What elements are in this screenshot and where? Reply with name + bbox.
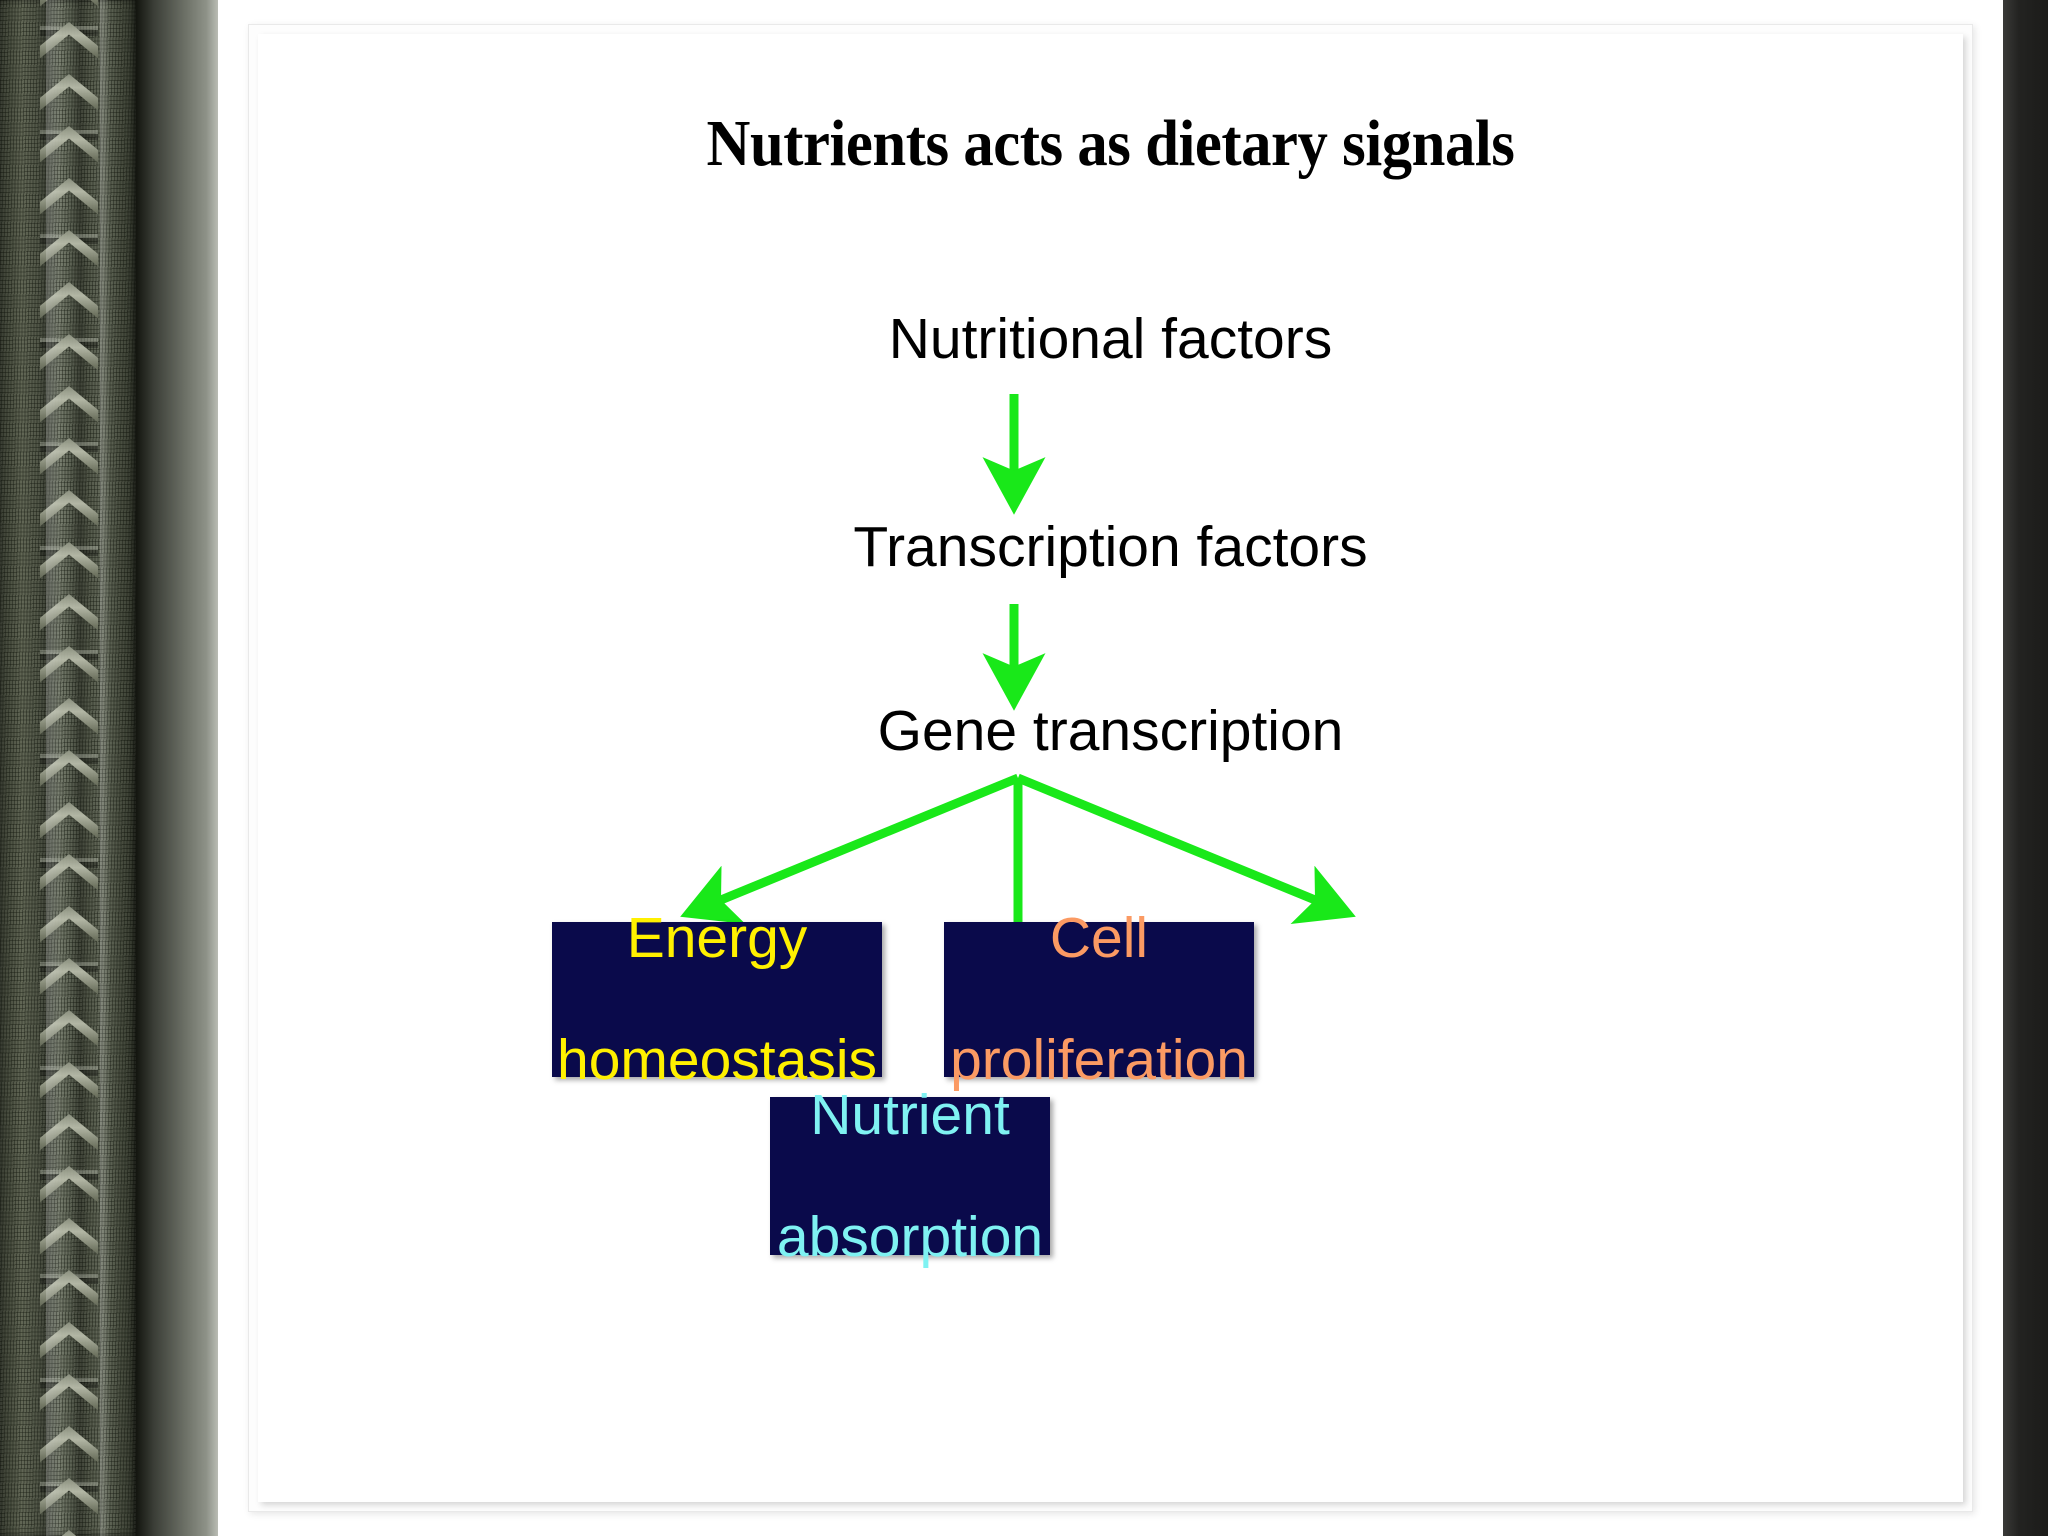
chevron-icon bbox=[40, 542, 98, 579]
chevron-icon bbox=[40, 126, 98, 163]
chevron-icon bbox=[40, 1478, 98, 1515]
chevron-icon bbox=[40, 386, 98, 423]
chevron-icon bbox=[40, 334, 98, 371]
chevron-icon bbox=[40, 74, 98, 111]
border-shadow-band bbox=[136, 0, 218, 1536]
chevron-icon bbox=[40, 1426, 98, 1463]
chevron-icon bbox=[40, 802, 98, 839]
right-dark-edge bbox=[2003, 0, 2048, 1536]
outcome-box-energy-homeostasis[interactable]: Energy homeostasis bbox=[552, 908, 882, 1090]
outcome-line-1: Nutrient bbox=[810, 1082, 1010, 1147]
outcome-line-1: Energy bbox=[626, 906, 808, 971]
slide-canvas: Nutrients acts as dietary signals Nutrit… bbox=[258, 34, 1963, 1502]
chevron-icon bbox=[40, 0, 98, 7]
chevron-icon bbox=[40, 1062, 98, 1099]
flow-arrows bbox=[680, 394, 1356, 1048]
chevron-icon bbox=[40, 958, 98, 995]
chevron-icon bbox=[40, 1166, 98, 1203]
outcome-box-cell-proliferation[interactable]: Cell proliferation bbox=[944, 908, 1254, 1090]
decorative-stone-border bbox=[0, 0, 136, 1536]
chevron-icon bbox=[40, 282, 98, 319]
chevron-icon bbox=[40, 750, 98, 787]
chevron-icon bbox=[40, 594, 98, 631]
chevron-icon bbox=[40, 178, 98, 215]
chevron-icon bbox=[40, 1270, 98, 1307]
chevron-icon bbox=[40, 1530, 98, 1536]
arrow-gene-to-cell bbox=[1016, 773, 1356, 924]
chevron-icon bbox=[40, 698, 98, 735]
outcome-box-nutrient-absorption[interactable]: Nutrient absorption bbox=[770, 1084, 1050, 1267]
arrow-gene-to-energy bbox=[680, 773, 1020, 924]
page-title: Nutrients acts as dietary signals bbox=[706, 107, 1515, 180]
outcome-line-2: homeostasis bbox=[557, 1028, 877, 1092]
chevron-icon bbox=[40, 646, 98, 683]
column-highlight-2 bbox=[100, 0, 110, 1536]
chevron-pattern bbox=[40, 0, 98, 1536]
outcome-line-2: proliferation bbox=[950, 1028, 1248, 1092]
chevron-icon bbox=[40, 1114, 98, 1151]
chevron-icon bbox=[40, 1218, 98, 1255]
chevron-icon bbox=[40, 438, 98, 475]
chevron-icon bbox=[40, 854, 98, 891]
outcome-line-2: absorption bbox=[776, 1204, 1044, 1269]
chevron-icon bbox=[40, 1374, 98, 1411]
chevron-icon bbox=[40, 906, 98, 943]
chevron-icon bbox=[40, 490, 98, 527]
flow-step-gene-transcription: Gene transcription bbox=[877, 699, 1344, 763]
chevron-icon bbox=[40, 22, 98, 59]
outcome-line-1: Cell bbox=[1049, 906, 1149, 971]
flow-step-nutritional-factors: Nutritional factors bbox=[888, 307, 1333, 371]
chevron-icon bbox=[40, 230, 98, 267]
chevron-icon bbox=[40, 1010, 98, 1047]
flow-step-transcription-factors: Transcription factors bbox=[853, 515, 1368, 579]
chevron-icon bbox=[40, 1322, 98, 1359]
